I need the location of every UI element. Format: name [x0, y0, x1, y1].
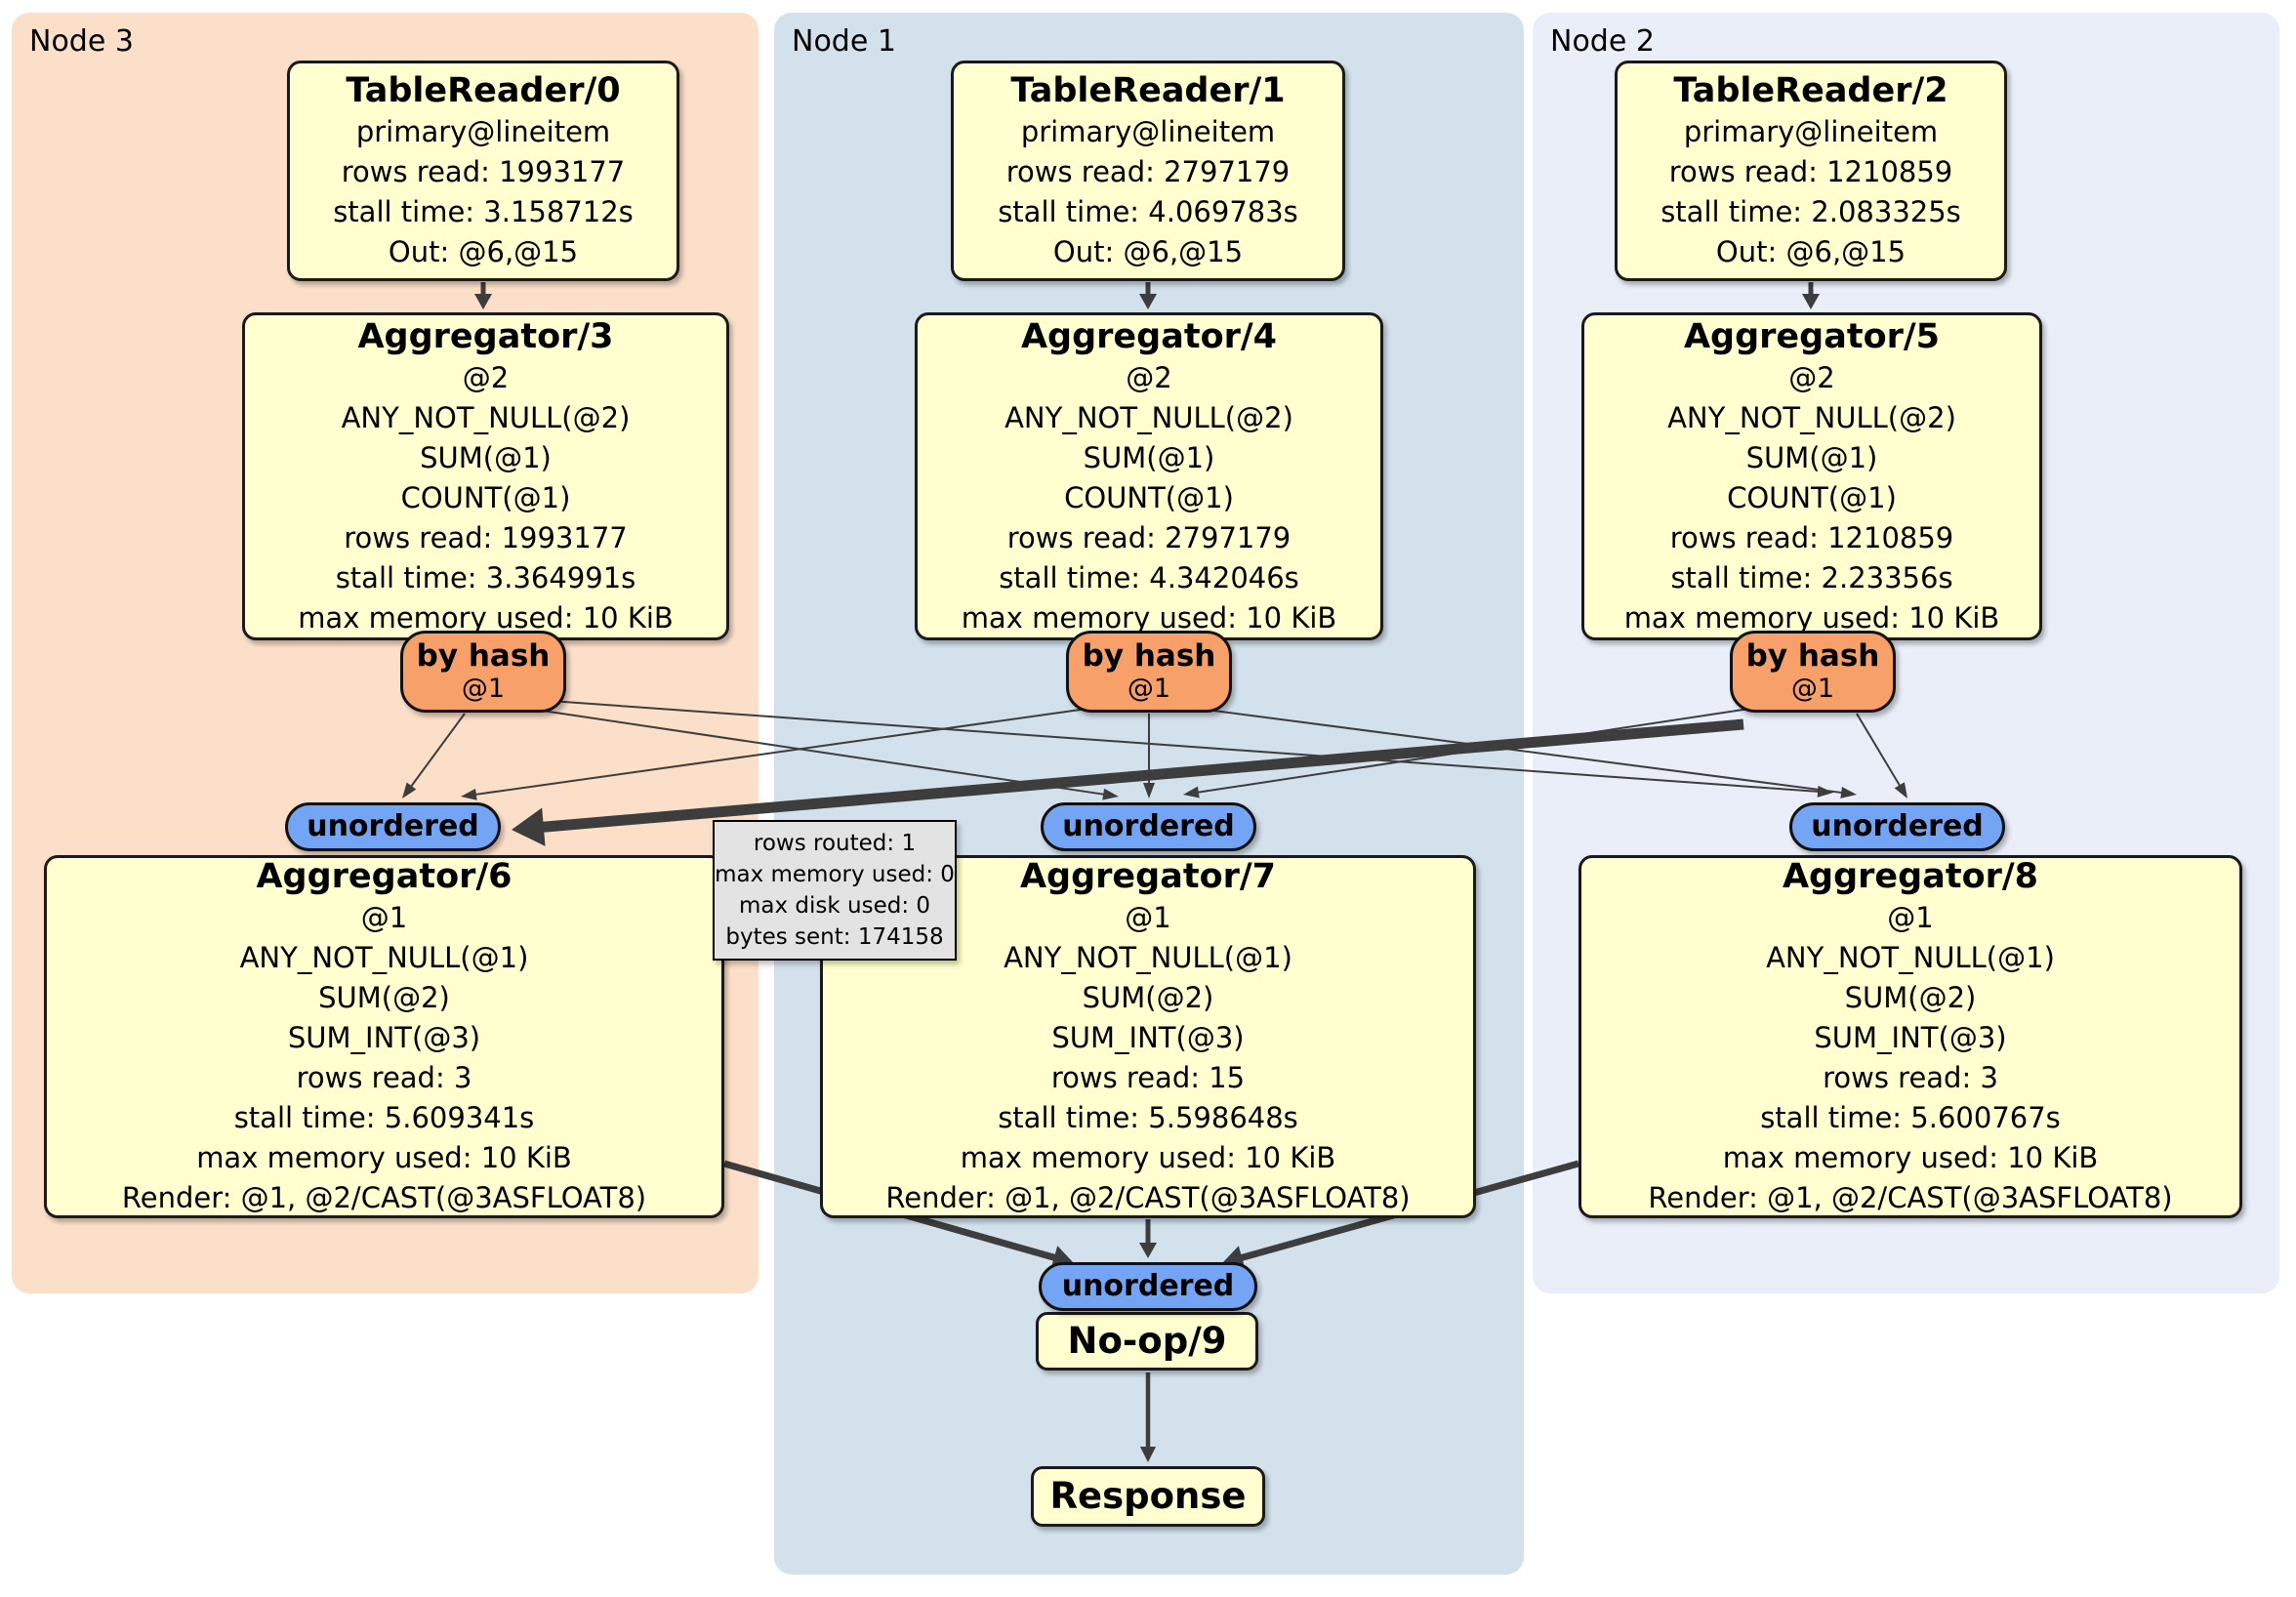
sync-label: unordered	[1811, 809, 1984, 843]
hash-router-node2[interactable]: by hash @1	[1730, 631, 1896, 713]
sync-unordered-node3[interactable]: unordered	[285, 802, 501, 851]
hash-router-node3[interactable]: by hash @1	[400, 631, 566, 713]
processor-title: Aggregator/4	[1020, 316, 1278, 356]
processor-title: Response	[1049, 1475, 1247, 1517]
processor-title: Aggregator/6	[256, 857, 512, 896]
hash-router-label: by hash	[1745, 638, 1880, 674]
processor-title: No-op/9	[1067, 1320, 1227, 1362]
processor-title: TableReader/0	[346, 71, 621, 110]
hash-router-label: by hash	[1082, 638, 1216, 674]
processor-noop-9[interactable]: No-op/9	[1036, 1312, 1258, 1371]
hash-router-key: @1	[461, 674, 506, 704]
processor-title: TableReader/2	[1673, 71, 1948, 110]
region-node3-label: Node 3	[29, 24, 134, 59]
hash-router-label: by hash	[416, 638, 551, 674]
processor-title: TableReader/1	[1010, 71, 1286, 110]
processor-title: Aggregator/8	[1782, 857, 2039, 896]
processor-response[interactable]: Response	[1031, 1466, 1265, 1527]
processor-title: Aggregator/7	[1019, 857, 1277, 896]
hash-router-key: @1	[1790, 674, 1835, 704]
hash-router-node1[interactable]: by hash @1	[1066, 631, 1232, 713]
region-node1-label: Node 1	[792, 24, 896, 59]
sync-label: unordered	[1062, 809, 1235, 843]
sync-label: unordered	[1061, 1269, 1235, 1303]
sync-unordered-node1[interactable]: unordered	[1041, 802, 1256, 851]
region-node2-label: Node 2	[1550, 24, 1655, 59]
sync-unordered-final[interactable]: unordered	[1039, 1262, 1257, 1311]
sync-label: unordered	[307, 809, 479, 843]
hash-router-key: @1	[1127, 674, 1171, 704]
processor-title: Aggregator/3	[357, 316, 614, 356]
sync-unordered-node2[interactable]: unordered	[1789, 802, 2005, 851]
processor-title: Aggregator/5	[1683, 316, 1941, 356]
